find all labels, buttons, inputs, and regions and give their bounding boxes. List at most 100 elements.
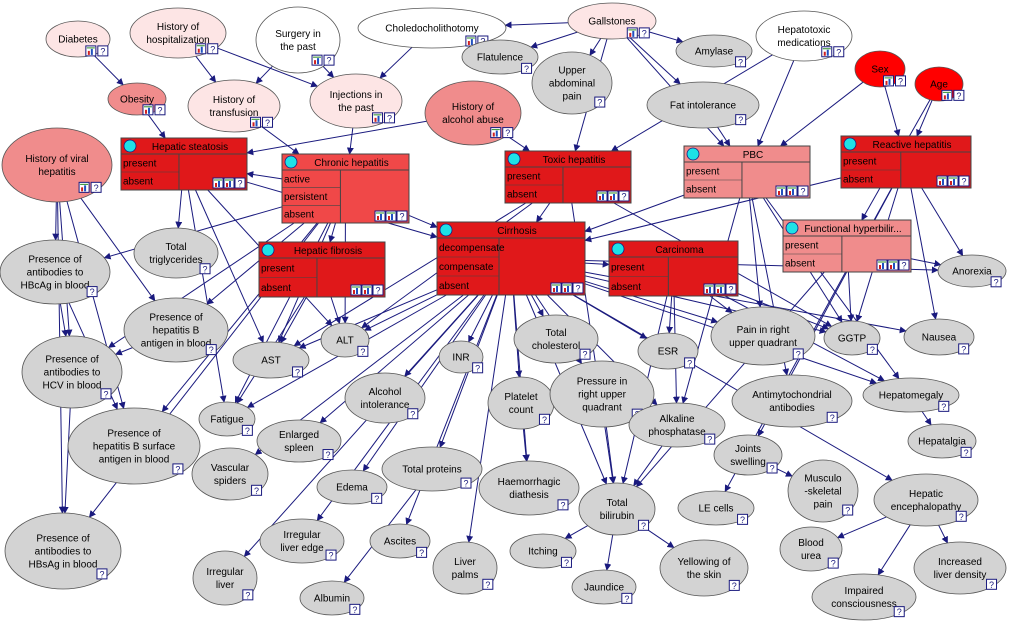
help-icon[interactable]: ? bbox=[990, 276, 1002, 288]
node-edema[interactable]: Edema? bbox=[316, 469, 388, 505]
chart-icon[interactable] bbox=[372, 112, 384, 124]
node-fat-intol[interactable]: Fat intolerance? bbox=[646, 81, 760, 129]
help-icon[interactable]: ? bbox=[322, 449, 334, 461]
help-icon[interactable]: ? bbox=[372, 284, 384, 296]
chart-icon[interactable] bbox=[626, 27, 638, 39]
chart-icon[interactable] bbox=[374, 210, 386, 222]
chart-icon[interactable] bbox=[250, 116, 262, 128]
help-icon[interactable]: ? bbox=[958, 175, 970, 187]
help-icon[interactable]: ? bbox=[557, 499, 569, 511]
chart-icon[interactable] bbox=[775, 185, 787, 197]
help-icon[interactable]: ? bbox=[737, 513, 749, 525]
help-icon[interactable]: ? bbox=[638, 27, 650, 39]
node-hepatalgia[interactable]: Hepatalgia? bbox=[907, 423, 977, 459]
node-anorexia[interactable]: Anorexia? bbox=[937, 254, 1007, 288]
node-alt[interactable]: ALT? bbox=[320, 322, 370, 358]
help-icon[interactable]: ? bbox=[357, 345, 369, 357]
help-icon[interactable]: ? bbox=[725, 283, 737, 295]
help-icon[interactable]: ? bbox=[97, 45, 109, 57]
help-icon[interactable]: ? bbox=[323, 54, 335, 66]
chart-icon[interactable] bbox=[786, 185, 798, 197]
node-ast[interactable]: AST? bbox=[232, 341, 310, 379]
chart-icon[interactable] bbox=[887, 259, 899, 271]
help-icon[interactable]: ? bbox=[199, 263, 211, 275]
help-icon[interactable]: ? bbox=[100, 388, 112, 400]
state-indicator-icon[interactable] bbox=[439, 223, 453, 237]
help-icon[interactable]: ? bbox=[241, 424, 253, 436]
help-icon[interactable]: ? bbox=[895, 75, 906, 87]
chart-icon[interactable] bbox=[714, 283, 726, 295]
node-obesity[interactable]: Obesity? bbox=[107, 82, 167, 116]
help-icon[interactable]: ? bbox=[792, 348, 804, 360]
node-esr[interactable]: ESR? bbox=[637, 332, 699, 370]
help-icon[interactable]: ? bbox=[207, 43, 219, 55]
node-jaundice[interactable]: Jaundice? bbox=[571, 569, 637, 605]
node-itching[interactable]: Itching? bbox=[509, 533, 577, 569]
node-choledoch[interactable]: Choledocholithotomy? bbox=[357, 7, 507, 49]
node-ggtp[interactable]: GGTP? bbox=[823, 320, 881, 356]
help-icon[interactable]: ? bbox=[621, 592, 633, 604]
help-icon[interactable]: ? bbox=[205, 344, 217, 356]
help-icon[interactable]: ? bbox=[827, 557, 839, 569]
node-age[interactable]: Age? bbox=[914, 66, 965, 102]
help-icon[interactable]: ? bbox=[292, 366, 304, 378]
help-icon[interactable]: ? bbox=[986, 578, 998, 590]
help-icon[interactable]: ? bbox=[234, 177, 246, 189]
chart-icon[interactable] bbox=[703, 283, 715, 295]
chart-icon[interactable] bbox=[821, 46, 833, 58]
help-icon[interactable]: ? bbox=[704, 433, 716, 445]
help-icon[interactable]: ? bbox=[938, 400, 950, 412]
help-icon[interactable]: ? bbox=[349, 603, 361, 615]
help-icon[interactable]: ? bbox=[86, 286, 98, 298]
state-indicator-icon[interactable] bbox=[261, 243, 275, 257]
chart-icon[interactable] bbox=[311, 54, 323, 66]
node-hepatomegaly[interactable]: Hepatomegaly? bbox=[862, 377, 960, 413]
help-icon[interactable]: ? bbox=[90, 181, 102, 193]
chart-icon[interactable] bbox=[607, 190, 619, 202]
chart-icon[interactable] bbox=[883, 75, 894, 87]
chart-icon[interactable] bbox=[350, 284, 362, 296]
chart-icon[interactable] bbox=[78, 181, 90, 193]
help-icon[interactable]: ? bbox=[735, 56, 747, 68]
help-icon[interactable]: ? bbox=[502, 127, 514, 139]
help-icon[interactable]: ? bbox=[826, 411, 838, 423]
help-icon[interactable]: ? bbox=[728, 579, 740, 591]
chart-icon[interactable] bbox=[490, 127, 502, 139]
chart-icon[interactable] bbox=[936, 175, 948, 187]
state-indicator-icon[interactable] bbox=[507, 152, 521, 166]
node-le-cells[interactable]: LE cells? bbox=[677, 490, 755, 526]
help-icon[interactable]: ? bbox=[262, 116, 274, 128]
help-icon[interactable]: ? bbox=[766, 462, 778, 474]
chart-icon[interactable] bbox=[876, 259, 888, 271]
help-icon[interactable]: ? bbox=[384, 112, 396, 124]
chart-icon[interactable] bbox=[385, 210, 397, 222]
chart-icon[interactable] bbox=[142, 104, 154, 116]
help-icon[interactable]: ? bbox=[460, 477, 472, 489]
state-indicator-icon[interactable] bbox=[123, 139, 137, 153]
